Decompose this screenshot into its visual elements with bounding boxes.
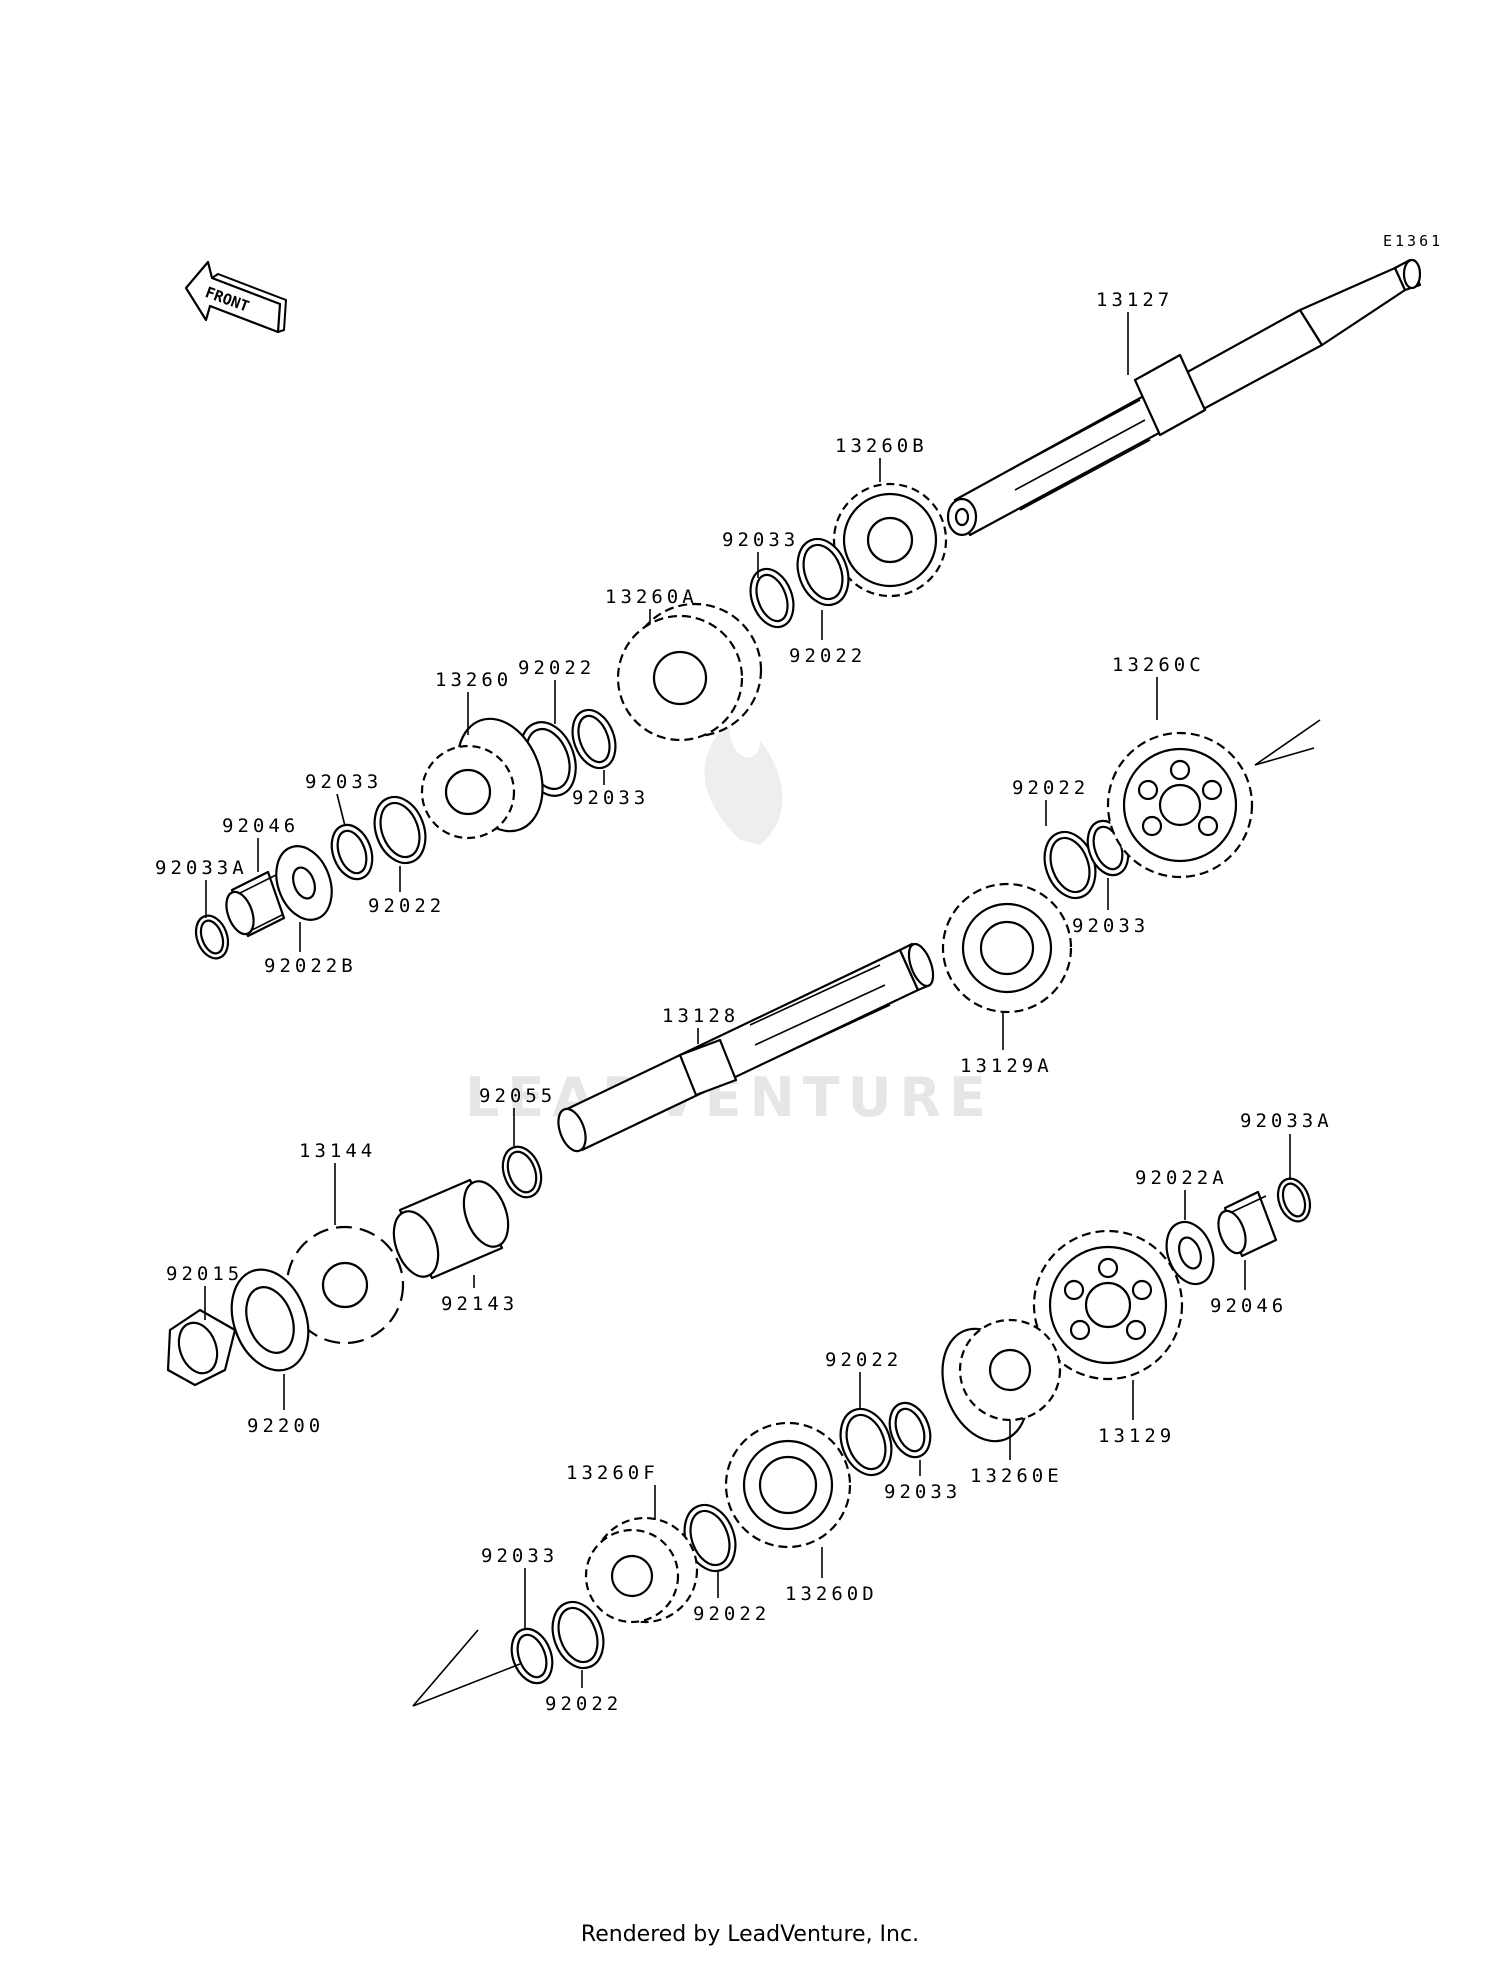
leader-arrow-lower (412, 1629, 521, 1707)
label-13128: 13128 (662, 1005, 739, 1027)
label-13260b: 13260B (835, 435, 928, 457)
label-92022-low1: 92022 (825, 1349, 902, 1371)
washer-92022-low3 (551, 1600, 605, 1670)
gear-13260c (1106, 731, 1254, 879)
label-92033-left: 92033 (305, 771, 382, 793)
label-92033-low1: 92033 (884, 1481, 961, 1503)
shaft-13128 (557, 942, 935, 1153)
gear-13129 (1032, 1229, 1184, 1381)
label-92200: 92200 (247, 1415, 324, 1437)
washer-92022b (275, 845, 333, 921)
label-92033-low2: 92033 (481, 1545, 558, 1567)
label-92022-mid1: 92022 (518, 657, 595, 679)
gear-13260d (724, 1421, 852, 1549)
watermark: LEADVENTURE (465, 720, 986, 1129)
gear-13260e (941, 1318, 1062, 1443)
gear-13260b (832, 482, 948, 598)
gear-13260 (420, 717, 544, 840)
label-92033-top: 92033 (722, 529, 799, 551)
leader-lines (204, 312, 1291, 1688)
label-92046-right: 92046 (1210, 1295, 1287, 1317)
circlip-92033-top (749, 567, 795, 629)
label-13260a: 13260A (605, 586, 698, 608)
sprocket-13144 (285, 1225, 405, 1345)
label-13260c: 13260C (1112, 654, 1205, 676)
label-92022b: 92022B (264, 955, 357, 977)
washer-92022-low1 (839, 1407, 893, 1477)
footer-credit: Rendered by LeadVenture, Inc. (580, 1922, 920, 1947)
gear-13260a (616, 602, 763, 742)
circlip-92033-mid (571, 708, 617, 770)
label-92033a-left: 92033A (155, 857, 248, 879)
front-arrow-icon: FRONT (184, 260, 288, 334)
shaft-13127 (946, 258, 1422, 537)
label-92022-low3: 92022 (545, 1693, 622, 1715)
circlip-92033-low2 (510, 1627, 554, 1685)
label-92022-top: 92022 (789, 645, 866, 667)
gear-13260f (584, 1516, 699, 1624)
washer-92022-left (373, 795, 427, 865)
circlip-92033-left (330, 823, 374, 881)
label-92143: 92143 (441, 1293, 518, 1315)
label-92033a-right: 92033A (1240, 1110, 1333, 1132)
washer-92022a (1165, 1220, 1215, 1286)
label-13260: 13260 (435, 669, 512, 691)
gear-13129a (941, 882, 1073, 1014)
ring-92055 (501, 1145, 543, 1199)
bearing-92046-right (1217, 1190, 1278, 1258)
label-13129a: 13129A (960, 1055, 1053, 1077)
washer-92200 (230, 1268, 310, 1372)
label-92022a: 92022A (1135, 1167, 1228, 1189)
circlip-92033a-right (1276, 1177, 1312, 1223)
reference-code: E1361 (1383, 232, 1443, 250)
label-13260d: 13260D (785, 1583, 878, 1605)
bearing-92046-left (225, 870, 286, 938)
part-labels: 13127 13260B 92033 13260A 92022 13260 92… (155, 289, 1333, 1715)
label-92046-left: 92046 (222, 815, 299, 837)
washer-92022-low2 (683, 1503, 737, 1573)
label-92022-left: 92022 (368, 895, 445, 917)
collar-92143 (392, 1178, 510, 1280)
label-92015: 92015 (166, 1263, 243, 1285)
circlip-92033-low1 (888, 1401, 932, 1459)
circlip-92033a-left (194, 914, 230, 960)
label-13144: 13144 (299, 1140, 376, 1162)
label-13127: 13127 (1096, 289, 1173, 311)
leader-arrow-upper (1254, 719, 1321, 766)
label-92022-low2: 92022 (693, 1603, 770, 1625)
label-13129: 13129 (1098, 1425, 1175, 1447)
washer-92022-top (796, 537, 850, 607)
label-92033-right: 92033 (1072, 915, 1149, 937)
label-92022-right: 92022 (1012, 777, 1089, 799)
label-92055: 92055 (479, 1085, 556, 1107)
label-13260f: 13260F (566, 1462, 659, 1484)
label-13260e: 13260E (970, 1465, 1063, 1487)
label-92033-mid1: 92033 (572, 787, 649, 809)
nut-92015 (166, 1308, 237, 1387)
